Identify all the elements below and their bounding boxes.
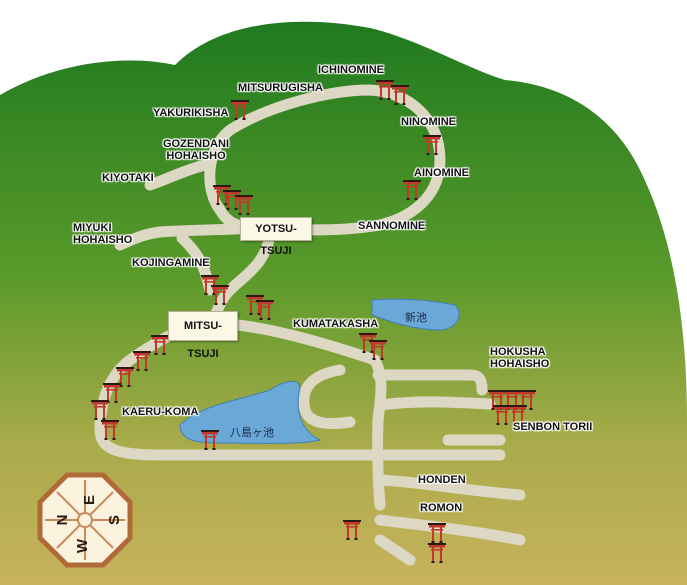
compass-rose: N E S W xyxy=(37,472,133,568)
compass-north: N xyxy=(54,515,71,526)
label-shin-ike: 新池 xyxy=(405,311,427,324)
label-kiyotaki: KIYOTAKI xyxy=(102,172,154,184)
label-yakurikisha: YAKURIKISHA xyxy=(153,107,229,119)
label-mitsurugisha: MITSURUGISHA xyxy=(238,82,323,94)
label-kaeru-koma: KAERU-KOMA xyxy=(122,406,199,418)
label-senbon-torii: SENBON TORII xyxy=(513,421,593,433)
mountain xyxy=(0,21,687,585)
compass-east: E xyxy=(81,495,98,505)
label-ninomine: NINOMINE xyxy=(401,116,456,128)
label-sannomine: SANNOMINE xyxy=(358,220,426,232)
compass-south: S xyxy=(106,515,123,525)
pond-yashimagaike xyxy=(179,381,322,444)
pond-shin-ike xyxy=(371,298,460,331)
label-yashimagaike: 八島ヶ池 xyxy=(230,426,274,439)
label-gozendani-hohaisho: GOZENDANI HOHAISHO xyxy=(163,138,229,162)
label-miyuki-hohaisho: MIYUKI HOHAISHO xyxy=(73,222,133,246)
label-honden: HONDEN xyxy=(418,474,466,486)
label-romon: ROMON xyxy=(420,502,463,514)
trail-network xyxy=(94,84,526,566)
label-kojingamine: KOJINGAMINE xyxy=(132,257,210,269)
label-ichinomine: ICHINOMINE xyxy=(318,64,384,76)
label-hokusha-hohaisho: HOKUSHA HOHAISHO xyxy=(490,346,550,370)
junction-mitsu-tsuji: MITSU-TSUJI xyxy=(168,311,238,360)
compass-west: W xyxy=(74,538,91,553)
label-ainomine: AINOMINE xyxy=(414,167,469,179)
junction-yotsu-tsuji: YOTSU-TSUJI xyxy=(240,217,312,257)
label-kumatakasha: KUMATAKASHA xyxy=(293,318,379,330)
